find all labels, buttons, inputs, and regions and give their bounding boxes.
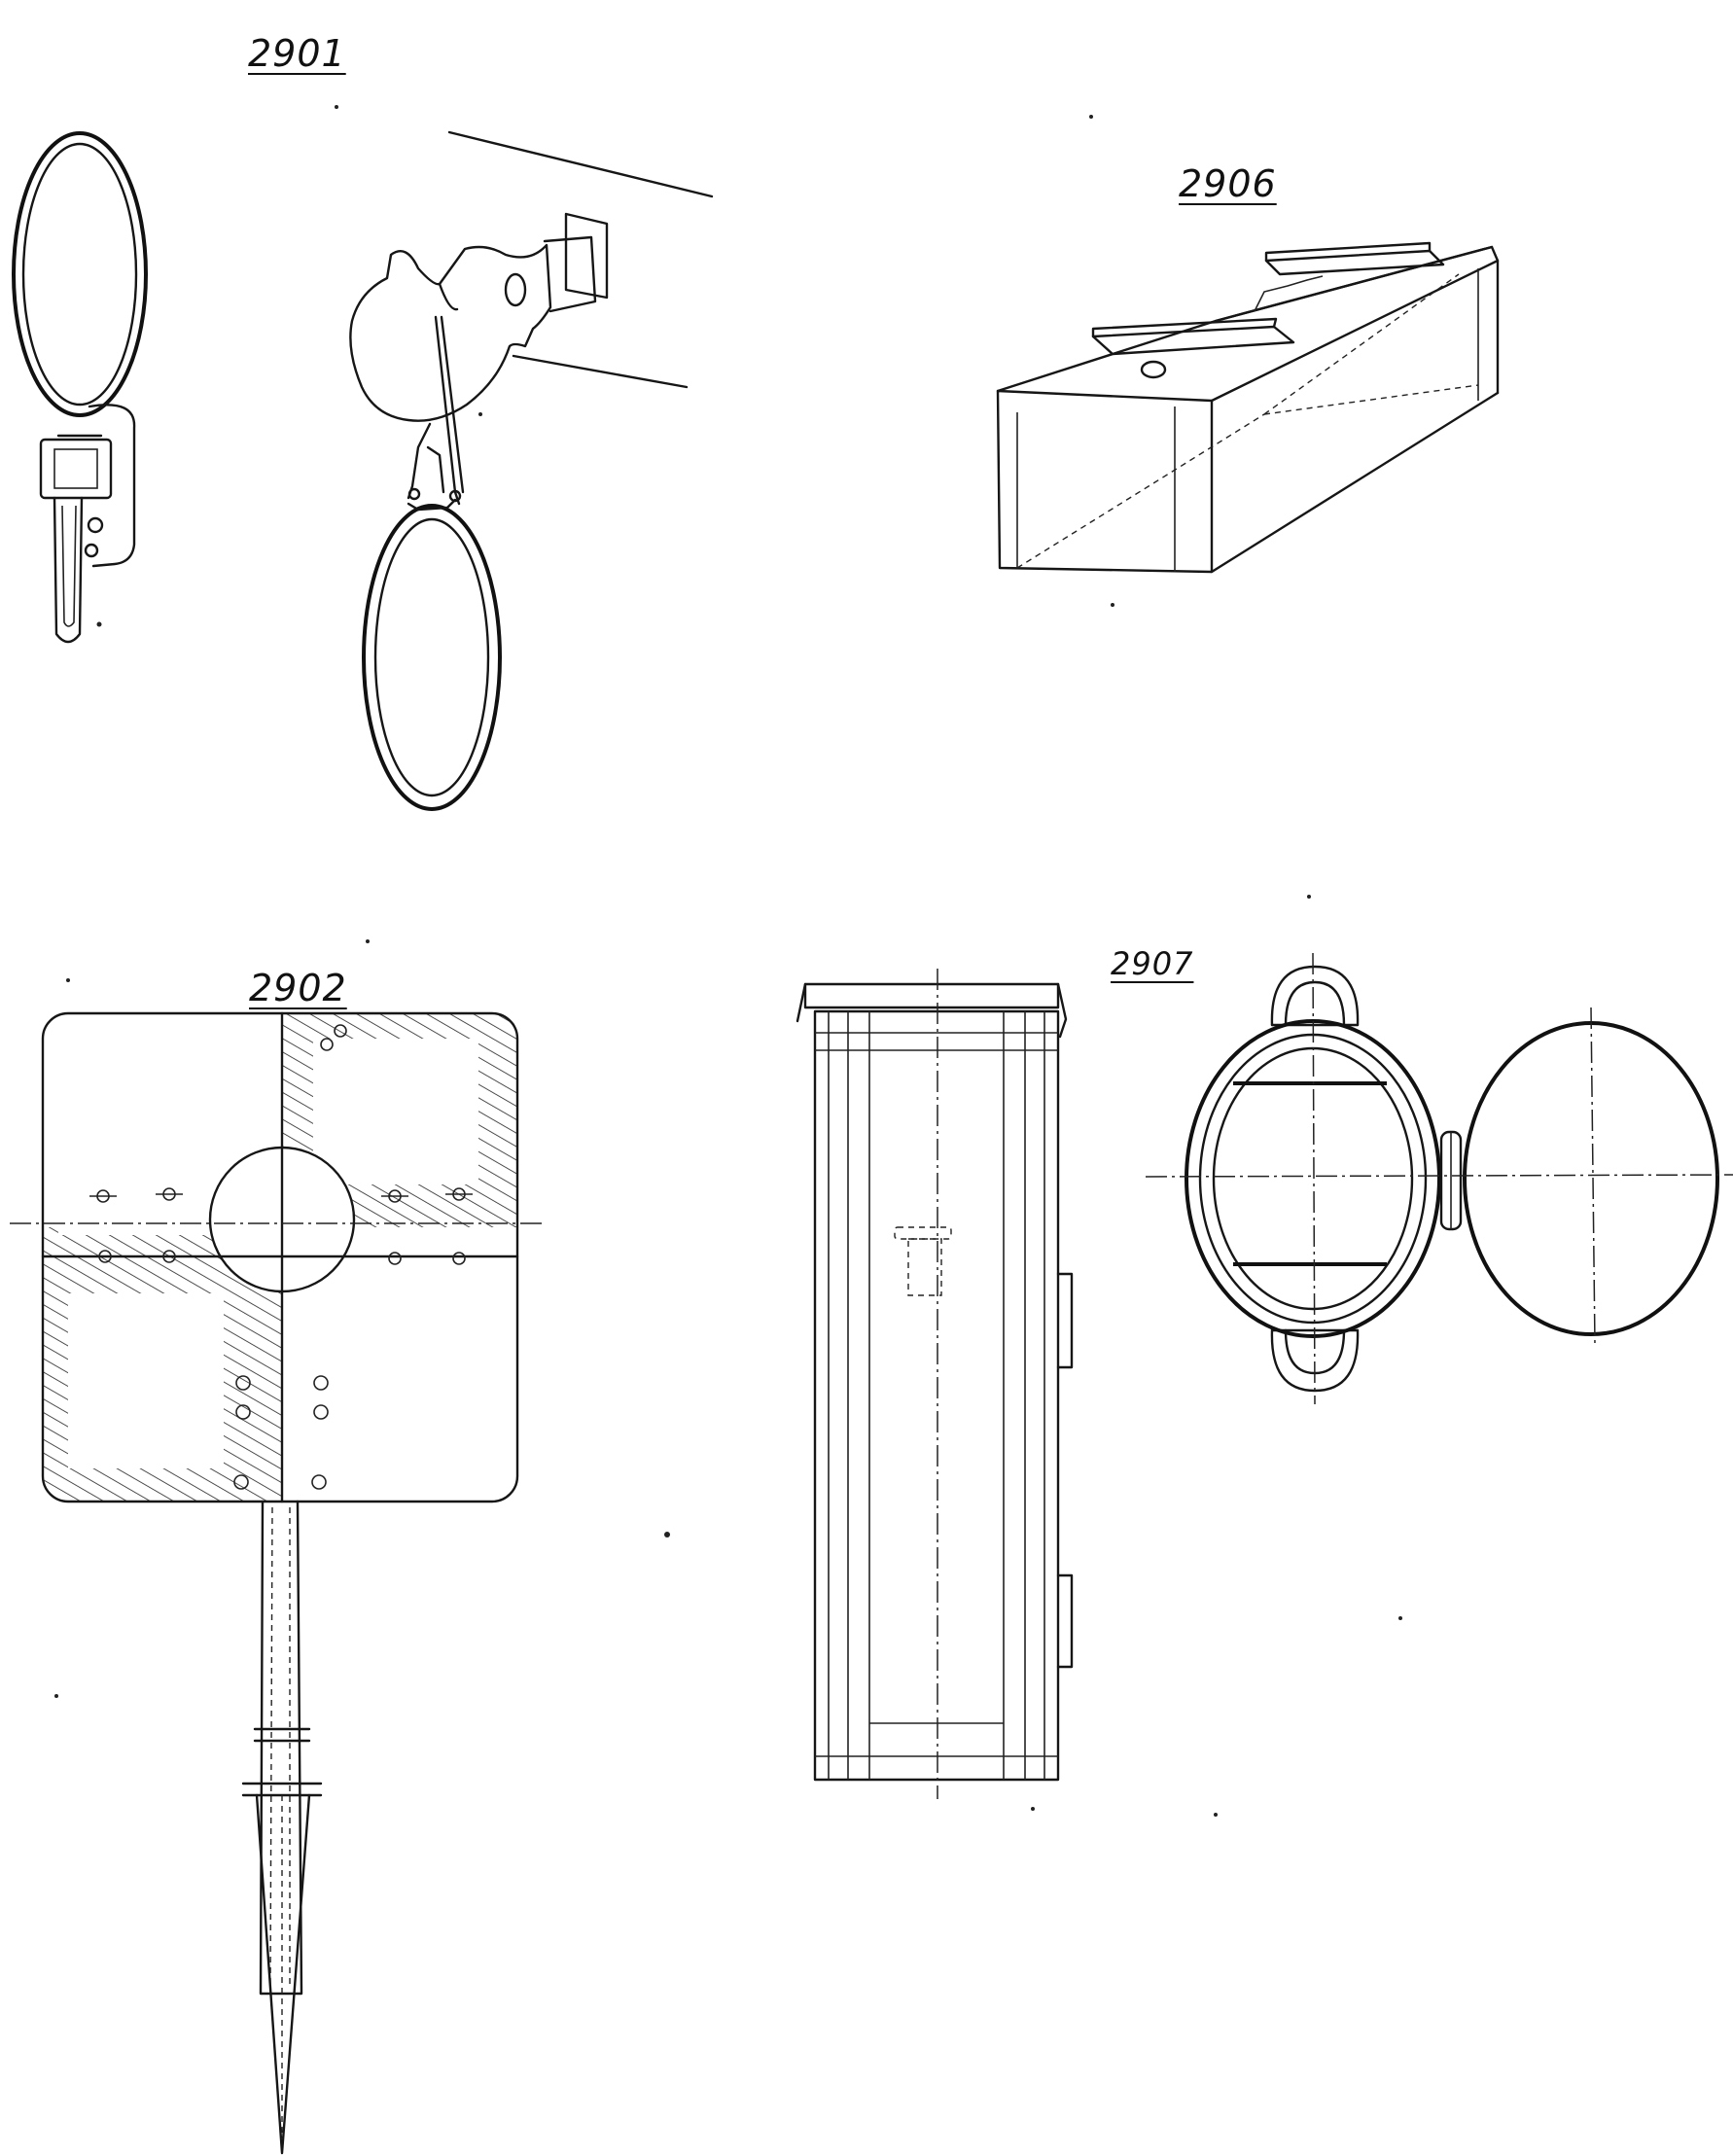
figure-2906 [996, 115, 1500, 607]
figure-2907-round-case [1145, 952, 1733, 1405]
figure-2907-case [796, 895, 1402, 1817]
figure-label-2906: 2906 [1179, 162, 1277, 205]
figure-label-2902: 2902 [249, 967, 347, 1009]
figure-label-2907: 2907 [1111, 945, 1194, 982]
figure-2901 [12, 105, 714, 811]
figure-label-2901: 2901 [248, 32, 346, 75]
figure-2902 [10, 939, 670, 2155]
